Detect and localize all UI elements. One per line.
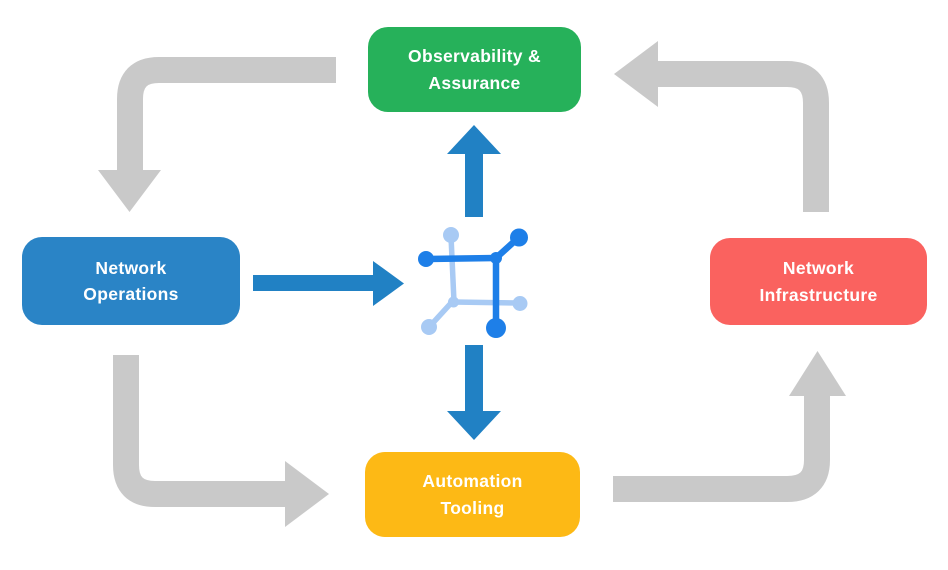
node-network-operations: Network Operations	[22, 237, 240, 325]
node-label-line2: Infrastructure	[759, 284, 878, 305]
node-label-line1: Network	[782, 258, 855, 279]
node-label-line1: Observability &	[408, 46, 541, 67]
gray-flow-arrows	[98, 41, 846, 527]
node-observability-assurance: Observability & Assurance	[368, 27, 581, 112]
arrow-center-to-automation	[447, 345, 501, 440]
node-label-line2: Tooling	[440, 497, 505, 518]
node-label-line1: Automation	[422, 471, 523, 492]
arrow-operations-to-center	[253, 261, 404, 306]
network-automation-mesh-icon	[418, 227, 528, 338]
node-automation-tooling: Automation Tooling	[365, 452, 580, 537]
mesh-light-branches	[421, 227, 528, 335]
arrow-operations-to-automation	[113, 355, 329, 527]
arrow-infrastructure-to-observability	[614, 41, 829, 212]
arrow-automation-to-infrastructure	[613, 351, 846, 502]
mesh-dark-branches	[418, 228, 528, 338]
arrow-observability-to-operations	[98, 57, 336, 212]
node-label-line2: Operations	[83, 284, 179, 304]
arrow-center-to-observability	[447, 125, 501, 217]
node-label-line2: Assurance	[428, 72, 521, 93]
blue-flow-arrows	[253, 125, 501, 440]
node-network-infrastructure: Network Infrastructure	[710, 238, 927, 325]
node-label-line1: Network	[95, 257, 167, 278]
